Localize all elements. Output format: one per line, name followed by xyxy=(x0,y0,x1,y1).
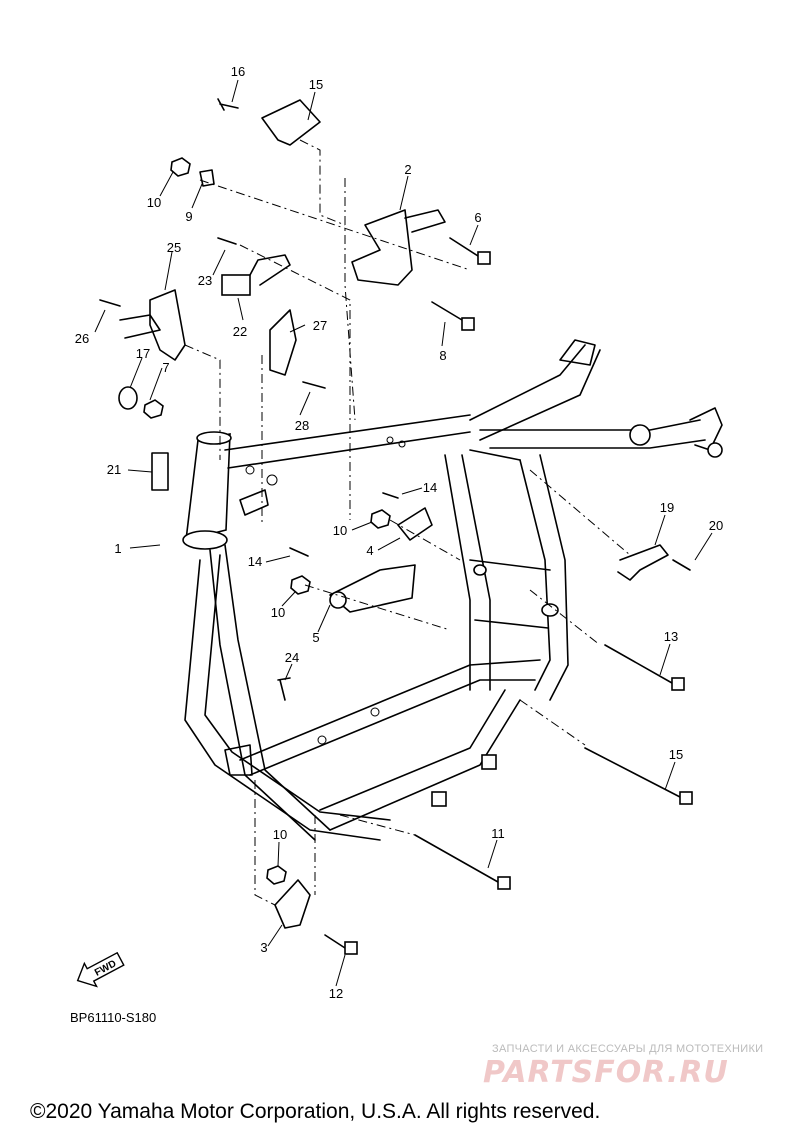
callout-3: 3 xyxy=(260,940,267,955)
callout-19: 19 xyxy=(660,500,674,515)
callout-27: 27 xyxy=(313,318,327,333)
watermark-tagline: ЗАПЧАСТИ И АКСЕССУАРЫ ДЛЯ МОТОТЕХНИКИ xyxy=(492,1043,764,1055)
assembly-lines xyxy=(184,139,631,906)
fwd-label: FWD xyxy=(93,958,118,978)
callout-20: 20 xyxy=(709,518,723,533)
callout-8: 8 xyxy=(439,348,446,363)
main-frame xyxy=(182,339,723,841)
callout-14-lower: 14 xyxy=(248,554,262,569)
drawing-code: BP61110-S180 xyxy=(70,1010,157,1025)
callout-2: 2 xyxy=(404,162,411,177)
callout-labels: 16 15 2 6 10 9 25 23 22 26 17 7 27 8 28 … xyxy=(75,64,723,1001)
callout-10-top: 10 xyxy=(147,195,161,210)
callout-18: 16 xyxy=(231,64,245,79)
callout-24: 24 xyxy=(285,650,299,665)
callout-10-middle: 10 xyxy=(333,523,347,538)
callout-13: 13 xyxy=(664,629,678,644)
callout-10-lower: 10 xyxy=(271,605,285,620)
callout-22: 22 xyxy=(233,324,247,339)
watermark-logo: PARTSFOR.RU xyxy=(483,1055,729,1090)
callout-26: 26 xyxy=(75,331,89,346)
small-parts xyxy=(99,98,693,955)
callout-9: 9 xyxy=(185,209,192,224)
callout-28: 28 xyxy=(295,418,309,433)
callout-12: 12 xyxy=(329,986,343,1001)
callout-4: 4 xyxy=(366,543,373,558)
callout-11: 11 xyxy=(491,826,505,841)
callout-14-upper: 14 xyxy=(423,480,437,495)
callout-5: 5 xyxy=(312,630,319,645)
leader-lines xyxy=(94,79,713,987)
callout-10-bottom: 10 xyxy=(273,827,287,842)
callout-15: 15 xyxy=(669,747,683,762)
callout-16: 17 xyxy=(136,346,150,361)
callout-21: 21 xyxy=(107,462,121,477)
callout-25: 25 xyxy=(167,240,181,255)
callout-1: 1 xyxy=(114,541,121,556)
fwd-arrow-icon: FWD xyxy=(76,951,125,988)
callout-7: 7 xyxy=(162,360,169,375)
copyright-notice: ©2020 Yamaha Motor Corporation, U.S.A. A… xyxy=(30,1100,601,1123)
callout-6: 6 xyxy=(474,210,481,225)
callout-17: 15 xyxy=(309,77,323,92)
callout-23: 23 xyxy=(198,273,212,288)
